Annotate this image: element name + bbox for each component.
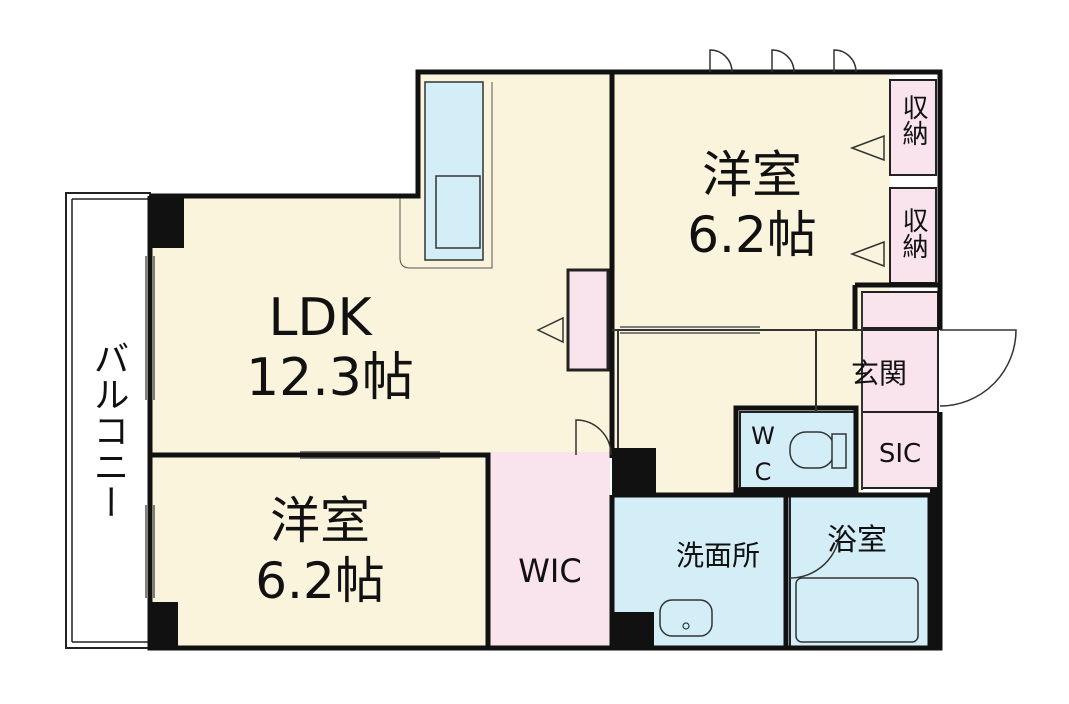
balcony-label: バルコニー (88, 340, 129, 520)
sic-area (861, 411, 939, 489)
storage-2-area (889, 187, 937, 284)
toilet-fixture (789, 431, 835, 469)
bathtub (795, 577, 919, 643)
sic-label: SIC (879, 439, 921, 469)
western-room-north-name: 洋室 (702, 146, 802, 204)
toilet-label-w: W (751, 422, 775, 450)
entrance-label: 玄関 (851, 357, 907, 390)
ldk-room-name: LDK (268, 288, 373, 348)
ldk-floor (150, 75, 612, 458)
storage-2-label: 収納 (898, 207, 928, 259)
ldk-closet-area (566, 268, 610, 372)
balcony-area (65, 192, 151, 649)
column-3 (612, 448, 656, 496)
western-room-south-floor (150, 458, 488, 648)
wic-label: WIC (518, 552, 581, 590)
storage-1-label: 収納 (898, 94, 928, 146)
wic-area (490, 490, 610, 648)
kitchen-outline (399, 82, 493, 269)
western-room-north-floor (612, 75, 890, 330)
western-room-north-size: 6.2帖 (687, 206, 817, 264)
washroom-drain (682, 622, 690, 630)
wic-corridor-area (490, 452, 610, 490)
column-5 (930, 488, 942, 648)
column-4 (612, 612, 654, 648)
bathroom-label: 浴室 (827, 523, 887, 558)
storage-1-area (889, 79, 937, 176)
windows (145, 256, 760, 598)
column-2 (150, 602, 178, 648)
washroom-sink (659, 599, 713, 637)
column-1 (150, 196, 184, 248)
washroom-label: 洗面所 (676, 539, 760, 572)
toilet-label-c: C (755, 458, 772, 486)
ldk-room-size: 12.3帖 (246, 348, 414, 408)
kitchen-sink (435, 175, 481, 249)
toilet-tank (831, 433, 847, 469)
doors (536, 49, 1017, 579)
shoe-shelf-area (861, 291, 939, 329)
western-room-south-size: 6.2帖 (255, 552, 385, 610)
western-room-south-name: 洋室 (270, 492, 370, 550)
